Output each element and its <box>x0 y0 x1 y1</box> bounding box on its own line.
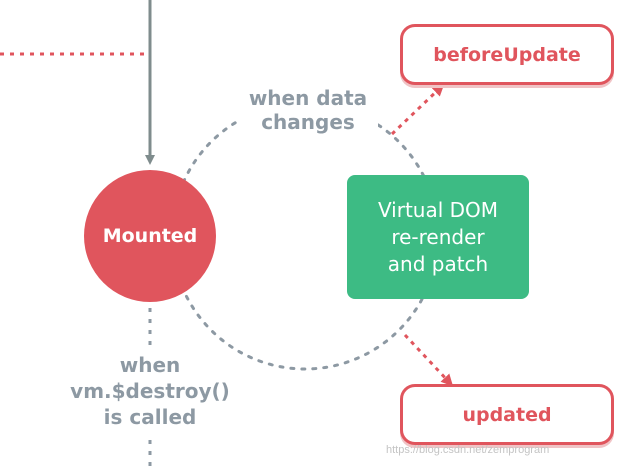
mounted-node <box>84 170 216 302</box>
virtual-dom-line-3: and patch <box>387 252 489 276</box>
destroy-line-3: is called <box>103 405 197 429</box>
updated-label: updated <box>462 403 552 426</box>
before-update-label: beforeUpdate <box>433 43 581 66</box>
destroy-line-2: vm.$destroy() <box>70 379 230 403</box>
virtual-dom-node <box>347 175 529 299</box>
arrow-to-updated <box>403 333 454 387</box>
virtual-dom-line-1: Virtual DOM <box>377 198 499 222</box>
mounted-label: Mounted <box>102 225 198 247</box>
destroy-line-1: when <box>119 353 181 377</box>
data-changes-label: when data changes <box>238 86 378 134</box>
watermark: https://blog.csdn.net/zemprogram <box>386 444 550 456</box>
arrow-to-before-update <box>390 83 445 136</box>
virtual-dom-label: Virtual DOM re-render and patch <box>347 197 529 278</box>
data-changes-line-1: when data <box>248 86 368 110</box>
data-changes-line-2: changes <box>261 110 355 134</box>
virtual-dom-line-2: re-render <box>391 225 485 249</box>
before-update-node: beforeUpdate <box>400 24 614 85</box>
updated-node: updated <box>400 384 614 445</box>
destroy-label: when vm.$destroy() is called <box>70 352 230 430</box>
